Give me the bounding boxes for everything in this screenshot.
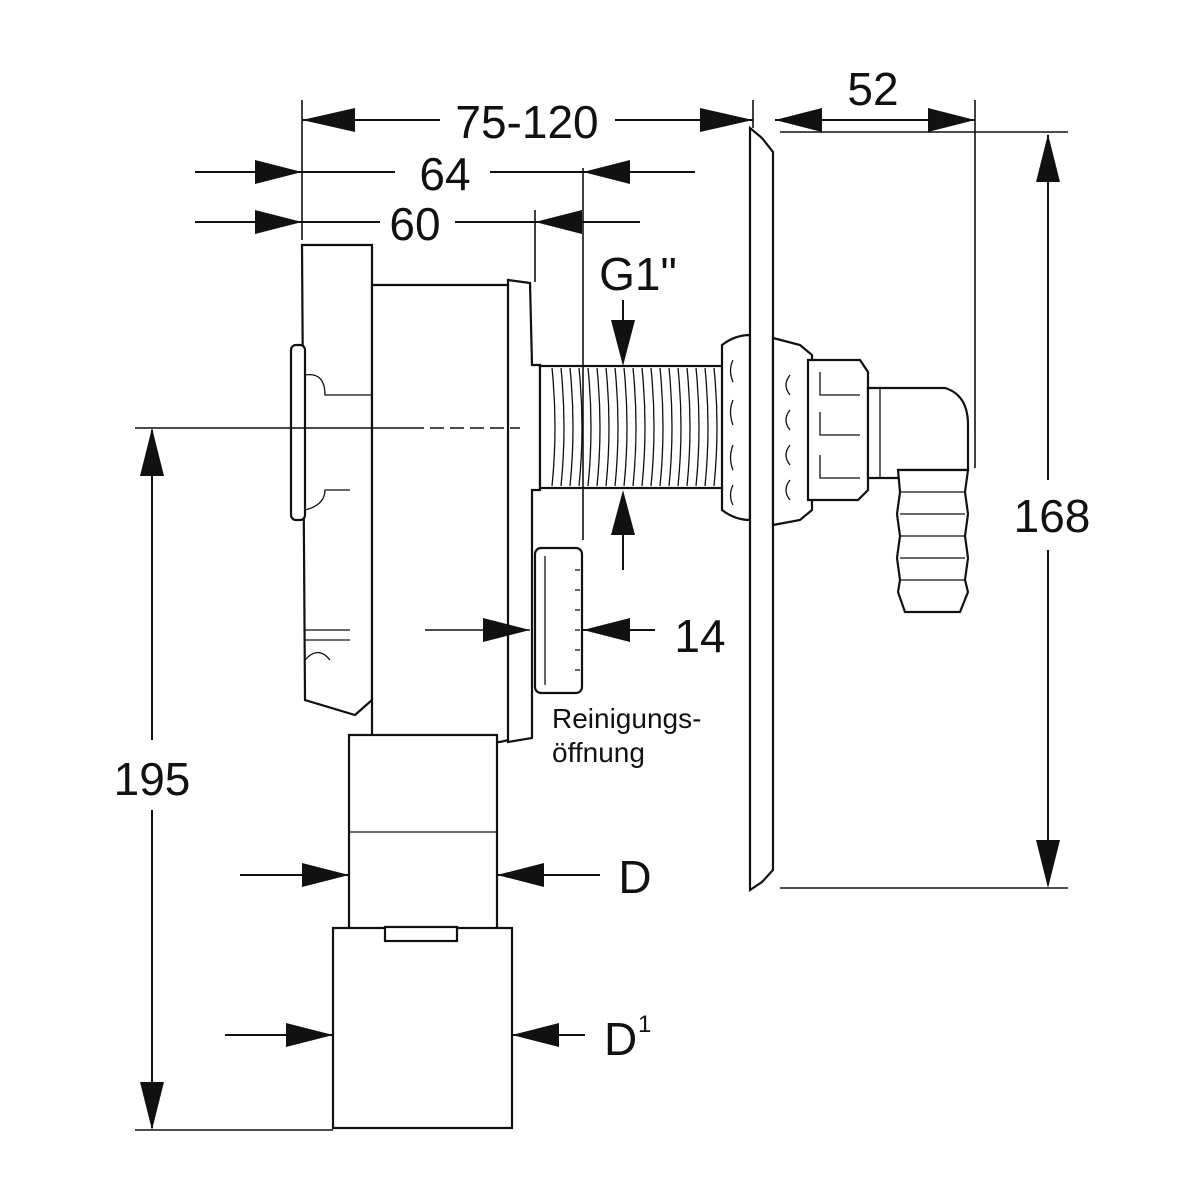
dimension-64-label: 64 [419, 148, 470, 200]
flange-nut [771, 336, 814, 527]
mounting-clip [289, 343, 307, 522]
diameter-d1-superscript: 1 [638, 1011, 651, 1038]
dimension-75-120: 75-120 [302, 96, 753, 148]
dimension-60-label: 60 [389, 198, 440, 250]
thread-ridge [650, 367, 655, 487]
diameter-d1-label: D [604, 1013, 637, 1065]
dimension-168-label: 168 [1014, 490, 1091, 542]
thread-ridge [632, 367, 637, 487]
hose-barb [895, 468, 970, 614]
extension-lines [135, 100, 1068, 1131]
dimension-195-label: 195 [114, 753, 191, 805]
thread-ridges [551, 367, 718, 487]
threaded-connector-group [538, 333, 752, 522]
hose-barb-rings [900, 491, 965, 581]
clip-detail-upper [304, 374, 372, 396]
thread-ridge [578, 367, 583, 487]
cleaning-opening-line1: Reinigungs- [552, 703, 701, 734]
clip-detail-lower [304, 489, 350, 511]
thread-ridge [614, 367, 619, 487]
thread-ridge [713, 367, 718, 487]
thread-ridge [641, 367, 646, 487]
hose-connector-group [771, 336, 970, 614]
cap-latch [383, 925, 459, 943]
dimension-g1: G1" [599, 248, 677, 570]
thread-ridge [677, 367, 682, 487]
wall-nut [720, 333, 752, 522]
dimension-52-label: 52 [847, 63, 898, 115]
threaded-tube [538, 364, 727, 490]
cleaning-opening-line2: öffnung [552, 737, 645, 768]
thread-ridge [587, 367, 592, 487]
union-nut [806, 358, 870, 502]
wall-plate-group [748, 125, 775, 893]
outlet-cap [331, 926, 514, 1130]
wall-nut-ribs [729, 359, 734, 506]
union-nut-grips [819, 372, 860, 479]
siphon-body-group [289, 243, 584, 1130]
rear-notch [304, 629, 350, 661]
dimension-168: 168 [1014, 134, 1091, 888]
thread-ridge [596, 367, 601, 487]
dimension-52: 52 [775, 63, 975, 132]
thread-ridge [605, 367, 610, 487]
dimension-64: 64 [195, 148, 695, 200]
thread-ridge [695, 367, 700, 487]
dimension-14: 14 [483, 610, 726, 662]
cleaning-opening-label: Reinigungs- öffnung [552, 703, 701, 768]
flange-nut-detail [785, 374, 791, 501]
thread-ridge [668, 367, 673, 487]
thread-ridge [623, 367, 628, 487]
diameter-d-label: D [618, 851, 651, 903]
thread-ridge [686, 367, 691, 487]
thread-ridge [704, 367, 709, 487]
dimension-75-120-label: 75-120 [455, 96, 598, 148]
dimension-d1: D 1 [225, 1011, 651, 1065]
dimension-14-label: 14 [674, 610, 725, 662]
dimension-d: D [240, 851, 652, 903]
thread-ridge [569, 367, 574, 487]
cleaning-opening-cap [533, 546, 584, 695]
rear-housing [300, 243, 374, 717]
thread-size-label: G1" [599, 248, 677, 300]
dimension-60: 60 [195, 198, 640, 250]
thread-ridge [659, 367, 664, 487]
siphon-main-body [370, 283, 532, 744]
hose-elbow [866, 386, 970, 480]
dimension-195: 195 [114, 428, 191, 1130]
cleaning-cap-ribs [544, 556, 580, 685]
thread-ridge [551, 367, 556, 487]
wall-plate [748, 125, 775, 893]
thread-ridge [560, 367, 565, 487]
